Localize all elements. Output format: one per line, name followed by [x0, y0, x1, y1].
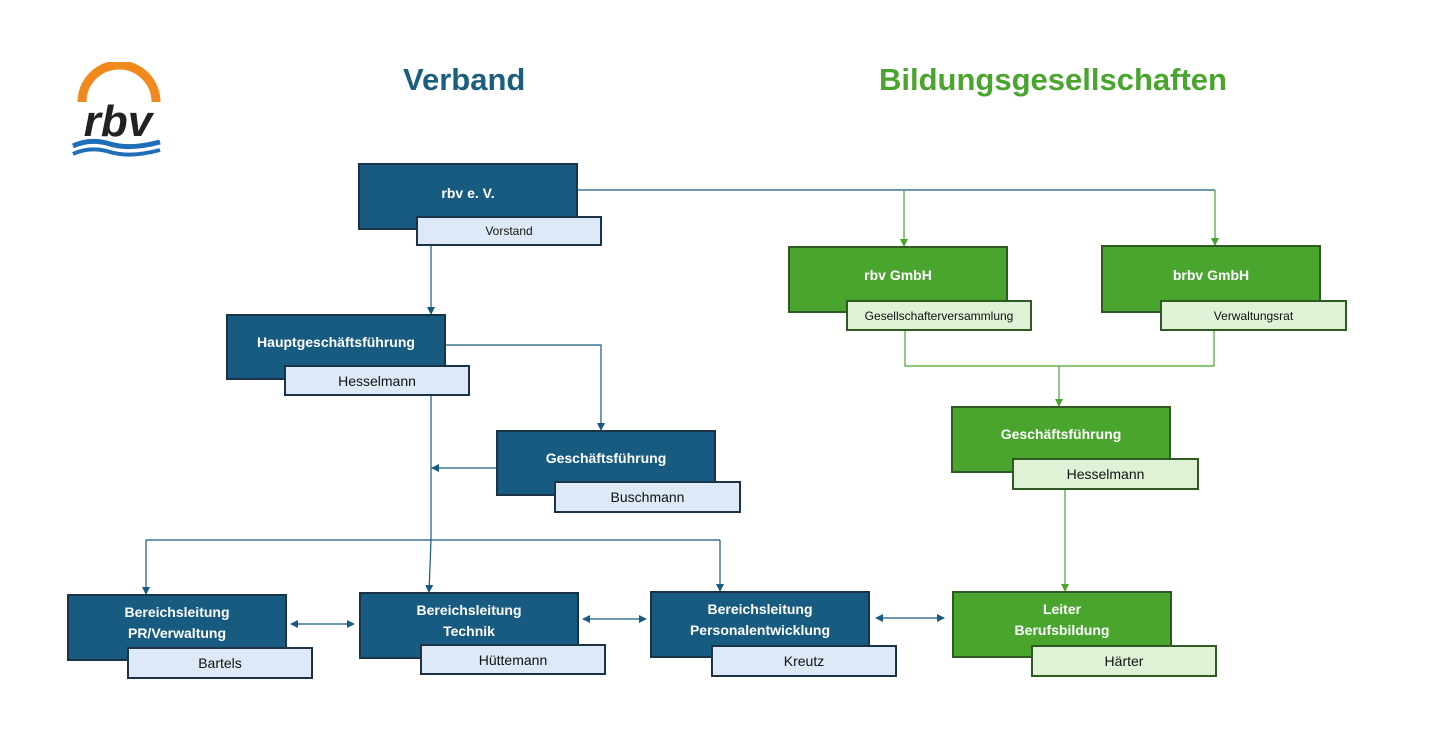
logo-text: rbv: [84, 97, 155, 146]
heading-verband: Verband: [403, 62, 526, 97]
logo-wave-2: [72, 147, 161, 157]
node-rbv-ev-title: rbv e. V.: [441, 185, 495, 201]
node-bl-technik-sub: Hüttemann: [420, 644, 606, 675]
logo-wave-1: [71, 138, 161, 150]
node-gf-verband-title: Geschäftsführung: [545, 450, 667, 466]
heading-bildungsgesellschaften: Bildungsgesellschaften: [879, 62, 1227, 97]
line-to-bl-technik: [425, 539, 434, 593]
node-bl-technik-title: Bereichsleitung Technik: [416, 602, 522, 639]
node-gf-bildung-title: Geschäftsführung: [1000, 426, 1122, 442]
node-bl-pr-title: Bereichsleitung PR/Verwaltung: [124, 604, 230, 641]
rbv-logo: rbv: [71, 62, 161, 157]
node-rbv-gmbh-title: rbv GmbH: [864, 267, 932, 283]
line-gmbh-join: [904, 331, 1215, 367]
node-bl-pe-title: Bereichsleitung Personalentwicklung: [689, 601, 831, 638]
node-rbv-gmbh-sub: Gesellschafterversammlung: [846, 300, 1032, 331]
line-hgf-gf: [446, 344, 605, 431]
node-gf-verband-sub: Buschmann: [554, 481, 741, 513]
logo-arc: [77, 62, 161, 103]
node-brbv-gmbh-sub: Verwaltungsrat: [1160, 300, 1347, 331]
node-bl-pe-sub: Kreutz: [711, 645, 897, 677]
node-gf-bildung-sub: Hesselmann: [1012, 458, 1199, 490]
node-bl-pr-sub: Bartels: [127, 647, 313, 679]
node-hgf-sub: Hesselmann: [284, 365, 470, 396]
node-bl-pr[interactable]: Bereichsleitung PR/Verwaltung: [67, 594, 287, 661]
node-brbv-gmbh-title: brbv GmbH: [1172, 267, 1250, 283]
node-hgf-title: Hauptgeschäftsführung: [257, 334, 415, 350]
node-leiter-bb-sub: Härter: [1031, 645, 1217, 677]
node-rbv-ev-sub: Vorstand: [416, 216, 602, 246]
